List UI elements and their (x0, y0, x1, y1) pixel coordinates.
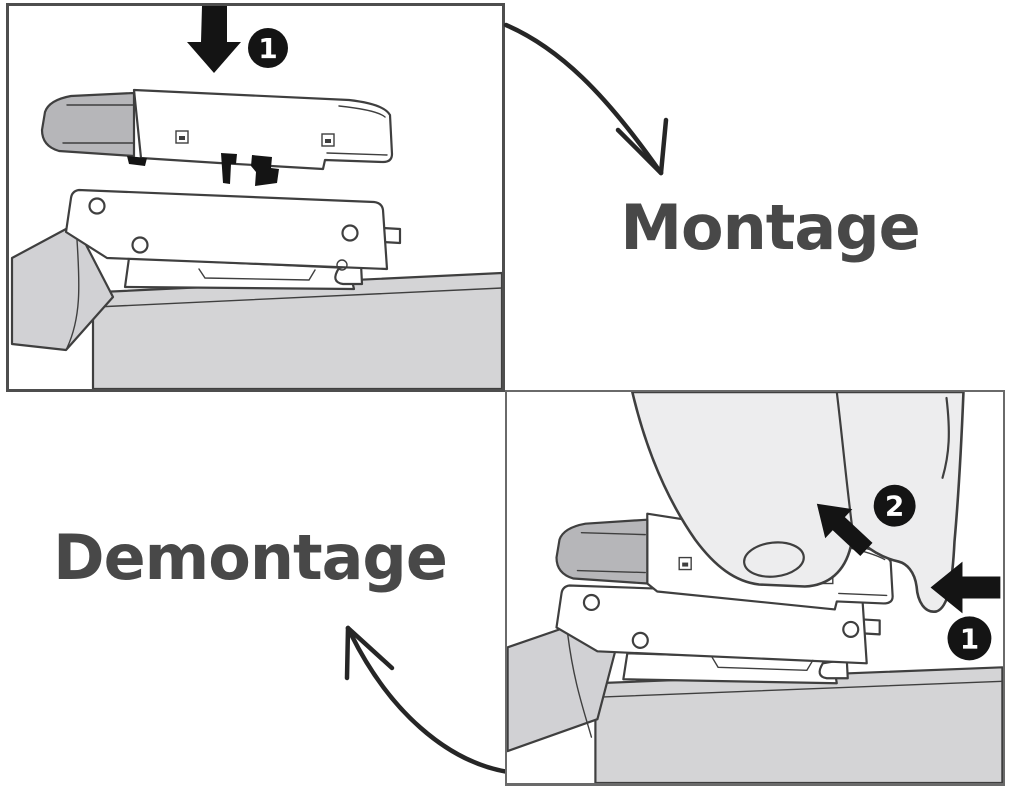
damper-tip (555, 518, 649, 585)
cabinet-door (507, 627, 621, 753)
damper (40, 88, 394, 186)
arrow-down-icon (187, 6, 241, 73)
demontage-illustration: 2 1 (507, 392, 1003, 783)
demontage-panel: 2 1 (505, 390, 1005, 786)
curved-arrow-up-left-icon (344, 625, 511, 775)
hinge-arm (64, 188, 402, 286)
montage-illustration: 1 (10, 6, 502, 389)
damper-tip (40, 91, 136, 158)
cabinet-board (91, 271, 502, 389)
montage-label: Montage (620, 191, 920, 264)
demontage-label: Demontage (53, 521, 448, 594)
curved-arrow-down-right-icon (503, 22, 669, 176)
arrow-left-icon (930, 561, 1001, 614)
damper-hook (251, 155, 279, 186)
montage-panel: 1 (6, 3, 505, 392)
hand (631, 392, 965, 613)
step-badge-2: 2 (873, 484, 916, 527)
svg-text:1: 1 (960, 622, 979, 655)
damper-clip (221, 153, 237, 184)
step-badge-1: 1 (248, 28, 288, 68)
step-badge-1: 1 (947, 616, 992, 661)
svg-text:1: 1 (258, 32, 277, 65)
fingernail (743, 541, 805, 578)
svg-text:2: 2 (885, 490, 904, 523)
arrow-up-left-icon (816, 503, 873, 556)
cabinet-board (594, 666, 1003, 783)
